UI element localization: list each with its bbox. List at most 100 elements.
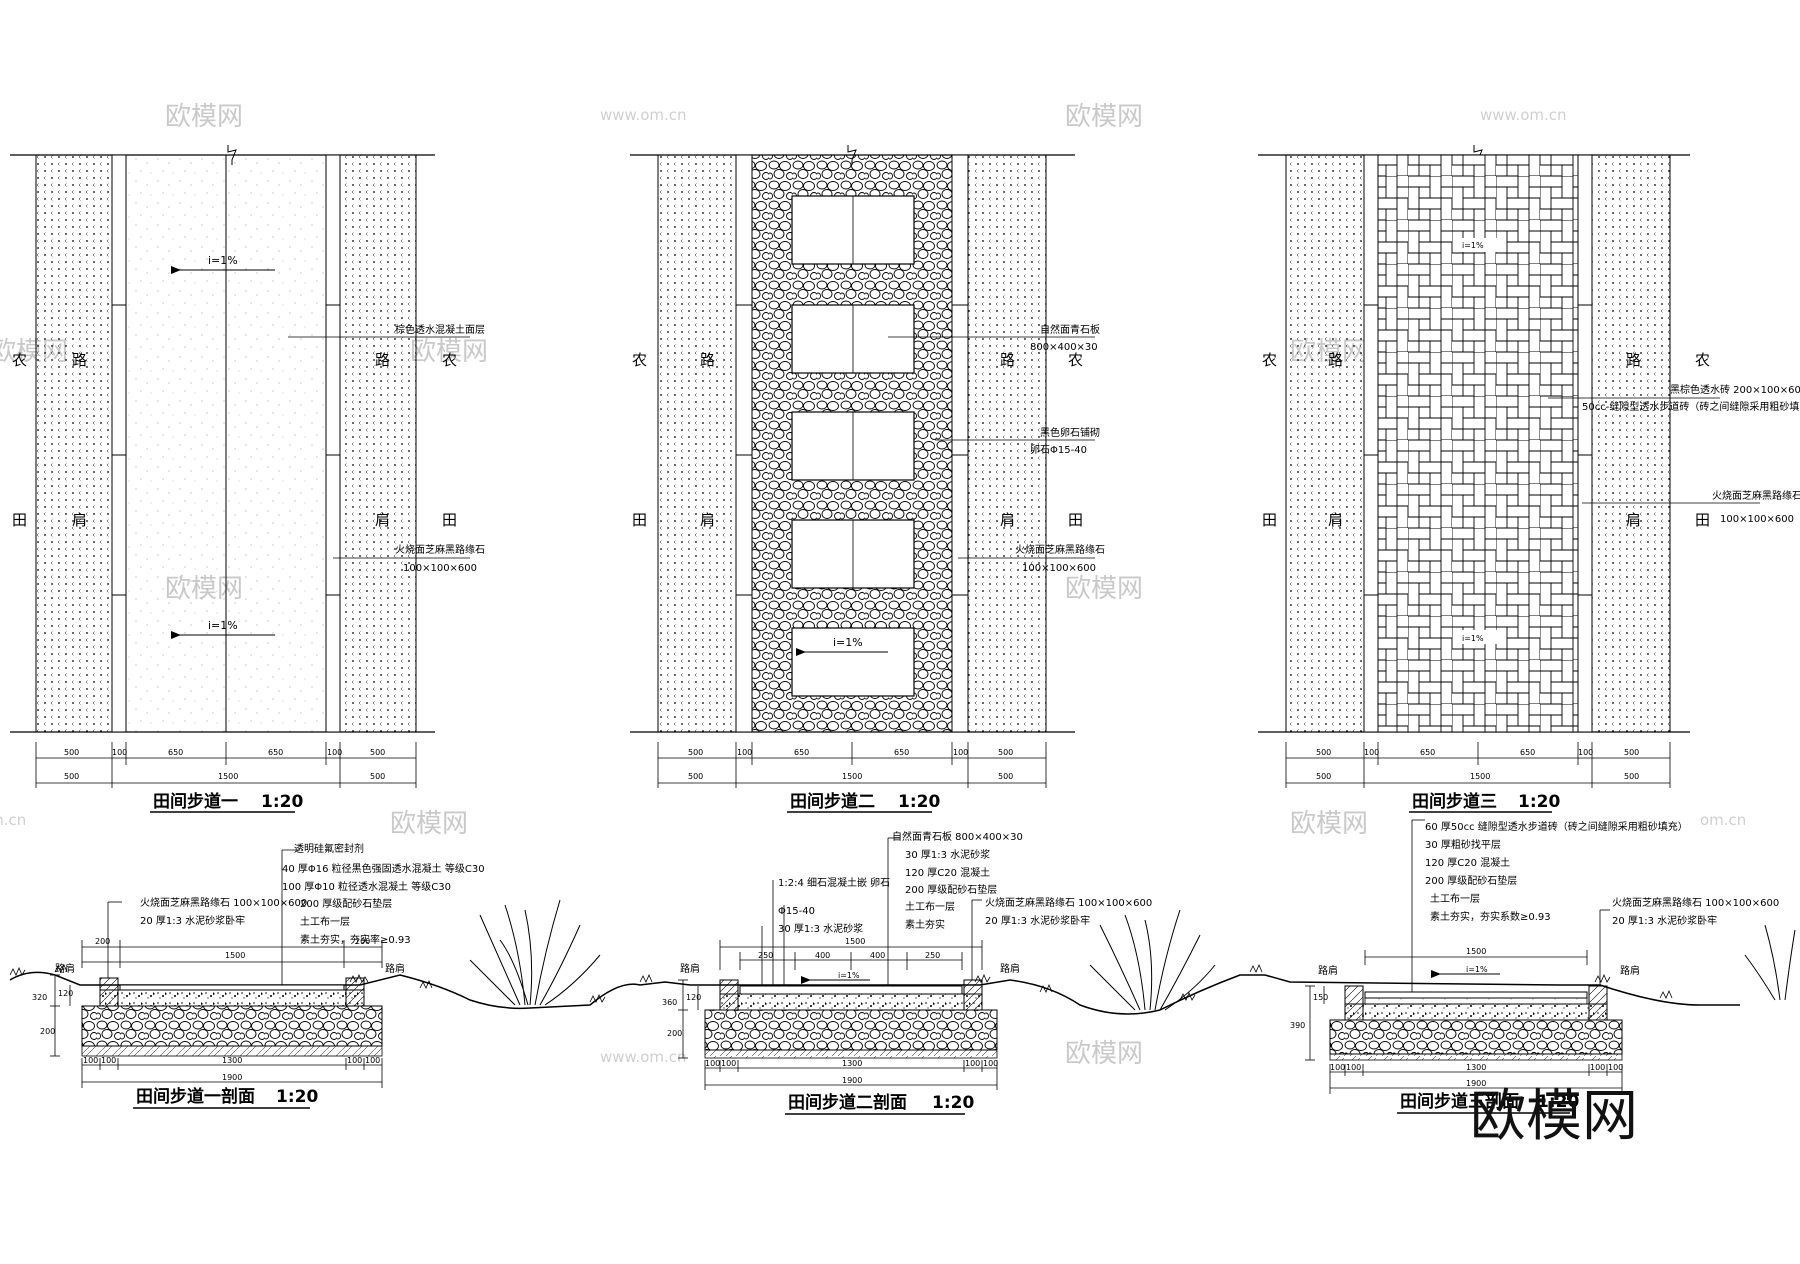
dim-label: 650 — [168, 748, 183, 757]
dim-label: 100 — [1330, 1063, 1345, 1072]
curb-label: 火烧面芝麻黑路缘石 100×100×600 — [985, 896, 1152, 909]
curb-label: 20 厚1:3 水泥砂浆卧牢 — [140, 914, 245, 927]
section-walkway-3: i=1% 60 厚50cc 缝隙型透水步道砖（砖之间缝隙采用粗砂填充） 30 厚… — [1290, 819, 1779, 1114]
dim-label: 100 — [705, 1059, 720, 1068]
reed-plant-icon — [469, 899, 601, 1006]
reed-plant-icon — [1744, 924, 1796, 1001]
callout-spec: 100×100×600 — [403, 563, 477, 574]
dim-label: 400 — [815, 951, 830, 960]
shoulder-label: 路肩 — [1318, 964, 1338, 977]
dim-label: 360 — [662, 998, 677, 1007]
layer-label: 40 厚Φ16 粒径黑色强固透水混凝土 等级C30 — [282, 862, 485, 875]
drawing-title: 田间步道二剖面 — [788, 1092, 907, 1113]
dim-label: 1500 — [1470, 772, 1490, 781]
plan-walkway-2: i=1% 自然面青石板 800×400×30 黑色卵石铺砌 卵石Φ15-40 火… — [630, 145, 1105, 813]
dim-label: 100 — [1590, 1063, 1605, 1072]
drawing-title: 田间步道三 — [1412, 791, 1497, 812]
plan-walkway-1: i=1% i=1% 棕色透水混凝土面层 火烧面芝麻黑路缘石 100×100×60… — [10, 145, 485, 813]
slope-label: i=1% — [1462, 634, 1484, 643]
dim-label: 150 — [1313, 993, 1328, 1002]
callout-spec: 100×100×600 — [1022, 563, 1096, 574]
dim-total: 1900 — [1466, 1079, 1486, 1088]
dim-label: 250 — [758, 951, 773, 960]
dim-label: 100 — [1608, 1063, 1623, 1072]
slope-label: i=1% — [1466, 965, 1488, 974]
dim-label: 120 — [686, 993, 701, 1002]
side-label-shoulder: 肩 — [72, 511, 87, 529]
callout-label: 50cc-缝隙型透水步道砖（砖之间缝隙采用粗砂填充） — [1582, 400, 1800, 413]
dim-label: 100 — [965, 1059, 980, 1068]
layer-label: 200 厚级配砂石垫层 — [300, 897, 392, 910]
layer-label: 透明硅氟密封剂 — [294, 842, 364, 855]
shoulder-label: 路肩 — [680, 962, 700, 975]
layer-label: 素土夯实，夯实系数≥0.93 — [1430, 910, 1551, 923]
side-label-farm: 田 — [1068, 511, 1083, 529]
curb-label: 20 厚1:3 水泥砂浆卧牢 — [1612, 914, 1717, 927]
dim-label: 500 — [370, 748, 385, 757]
side-label-shoulder: 路 — [700, 351, 715, 369]
dim-label: 100 — [737, 748, 752, 757]
shoulder-label: 路肩 — [55, 962, 75, 975]
side-label-shoulder: 路 — [72, 351, 87, 369]
layer-label: 200 厚级配砂石垫层 — [905, 883, 997, 896]
watermark-url: om.cn — [1700, 811, 1746, 829]
dim-label: 100 — [983, 1059, 998, 1068]
shoulder-label: 路肩 — [385, 962, 405, 975]
dim-label: 100 — [101, 1056, 116, 1065]
layer-label: 30 厚1:3 水泥砂浆 — [905, 848, 990, 861]
layer-label: 素土夯实，夯实率≥0.93 — [300, 933, 411, 946]
watermark-logo: 欧模网 — [165, 102, 243, 132]
watermark-logo: 欧模网 — [390, 809, 468, 839]
dim-label: 1500 — [842, 772, 862, 781]
side-label-shoulder: 肩 — [1626, 511, 1641, 529]
dim-label: 250 — [925, 951, 940, 960]
layer-label: 土工布一层 — [1430, 892, 1480, 905]
dim-label: 100 — [112, 748, 127, 757]
callout-label: 黑棕色透水砖 200×100×60 — [1670, 383, 1800, 396]
side-label-farm: 田 — [632, 511, 647, 529]
side-label-shoulder: 肩 — [375, 511, 390, 529]
dim-label: 500 — [688, 748, 703, 757]
layer-label: Φ15-40 — [778, 906, 815, 917]
dim-label: 100 — [1578, 748, 1593, 757]
slope-label: i=1% — [208, 619, 238, 632]
side-label-shoulder: 肩 — [700, 511, 715, 529]
callout-label: 火烧面芝麻黑路缘石 — [1712, 489, 1800, 502]
ground-profile — [9, 899, 1796, 1015]
dim-label: 500 — [370, 772, 385, 781]
watermark-logo: 欧模网 — [1065, 1039, 1143, 1069]
dim-label: 650 — [894, 748, 909, 757]
drawing-title: 田间步道二 — [790, 791, 875, 812]
layer-label: 60 厚50cc 缝隙型透水步道砖（砖之间缝隙采用粗砂填充） — [1425, 820, 1688, 833]
drawing-title: 田间步道一剖面 — [136, 1086, 255, 1107]
drawing-scale: 1:20 — [261, 792, 303, 812]
curb-label: 火烧面芝麻黑路缘石 100×100×600 — [140, 896, 307, 909]
watermark-logo: 欧模网 — [1065, 102, 1143, 132]
callout-label: 黑色卵石铺砌 — [1040, 426, 1100, 439]
layer-label: 1:2:4 细石混凝土嵌 卵石 — [778, 876, 890, 889]
callout-label: 火烧面芝麻黑路缘石 — [395, 543, 485, 556]
watermark-url: www.om.cn — [1480, 106, 1567, 124]
dim-label: 100 — [365, 1056, 380, 1065]
dim-label: 200 — [95, 937, 110, 946]
side-label-shoulder: 路 — [375, 351, 390, 369]
side-label-farm: 田 — [1262, 511, 1277, 529]
side-label-shoulder: 路 — [1328, 351, 1343, 369]
layer-label: 30 厚粗砂找平层 — [1425, 838, 1501, 851]
dim-label: 200 — [40, 1027, 55, 1036]
layer-label: 土工布一层 — [300, 915, 350, 928]
slope-label: i=1% — [208, 254, 238, 267]
watermark-logo: 欧模网 — [1065, 574, 1143, 604]
dim-label: 500 — [1624, 772, 1639, 781]
dim-label: 500 — [1316, 748, 1331, 757]
shoulder-label: 路肩 — [1000, 962, 1020, 975]
slope-label: i=1% — [1462, 241, 1484, 250]
side-label-farm: 农 — [12, 351, 27, 369]
dim-label: 1500 — [225, 951, 245, 960]
dim-label: 500 — [1624, 748, 1639, 757]
watermark-url: om.cn — [0, 811, 26, 829]
dim-label: 320 — [32, 993, 47, 1002]
side-label-farm: 田 — [12, 511, 27, 529]
dim-label: 650 — [268, 748, 283, 757]
side-label-shoulder: 肩 — [1000, 511, 1015, 529]
